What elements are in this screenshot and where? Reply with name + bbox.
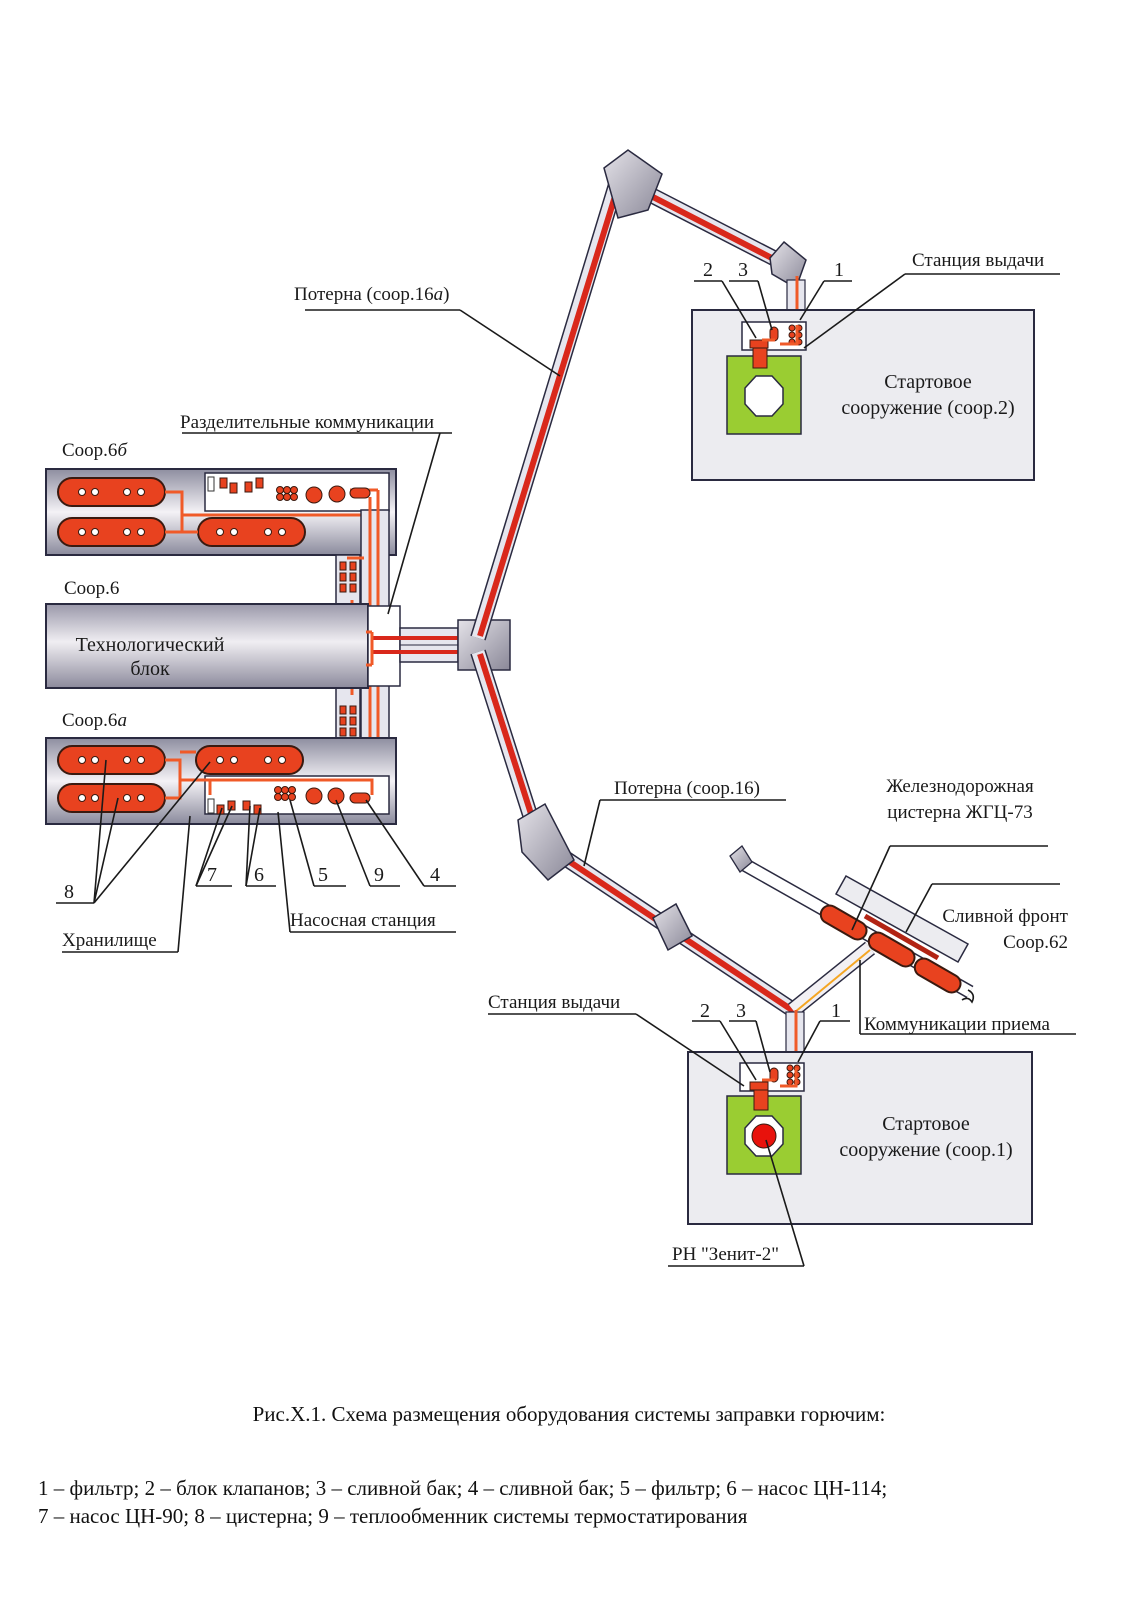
storage-tank (57, 783, 166, 813)
labels: Потерна (соор.16а) Разделительные коммун… (62, 250, 1069, 1265)
label-tech-block-2: блок (130, 658, 170, 680)
label-launch-2-line1: Стартовое (884, 371, 972, 393)
label-soor-6b: Соор.6б (62, 440, 128, 461)
callout-2-top: 2 (703, 259, 713, 281)
callout-8: 8 (64, 881, 74, 903)
label-dispensing-station-bottom: Станция выдачи (488, 992, 620, 1013)
label-launch-1-line1: Стартовое (882, 1113, 970, 1135)
zenit-2-rocket (751, 1123, 777, 1149)
launch-complex-2 (691, 309, 1035, 481)
callout-2-bottom: 2 (700, 1000, 710, 1022)
label-drain-front-line2: Соор.62 (1003, 932, 1068, 953)
callout-9: 9 (374, 864, 384, 886)
label-storage: Хранилище (62, 930, 157, 951)
rail-tank-zhgts-73 (729, 845, 975, 1004)
storage-tank (57, 477, 166, 507)
callout-3-top: 3 (738, 259, 748, 281)
drain-front-soor-62 (834, 874, 970, 964)
technological-block (45, 603, 478, 689)
tunnel-joint (652, 902, 693, 952)
callout-1-top: 1 (834, 259, 844, 281)
label-separating-communications: Разделительные коммуникации (180, 412, 434, 433)
label-rail-tank-line1: Железнодорожная (886, 776, 1034, 797)
label-rail-tank-line2: цистерна ЖГЦ-73 (887, 802, 1032, 823)
tunnel-joint (603, 149, 663, 219)
label-launch-2-line2: сооружение (соор.2) (841, 397, 1014, 419)
tunnel-16a (470, 149, 807, 641)
label-receiving-communications: Коммуникации приема (864, 1014, 1051, 1035)
storage-tank (57, 745, 166, 775)
label-rocket: РН "Зенит-2" (672, 1244, 779, 1265)
figure-caption: Рис.Х.1. Схема размещения оборудования с… (252, 1402, 886, 1426)
callout-3-bottom: 3 (736, 1000, 746, 1022)
callout-7: 7 (207, 864, 217, 886)
launch-complex-1 (687, 1051, 1033, 1225)
label-drain-front-line1: Сливной фронт (942, 906, 1068, 927)
label-launch-1-line2: сооружение (соор.1) (839, 1139, 1012, 1161)
label-pump-station: Насосная станция (290, 910, 436, 931)
label-soor-6a: Соор.6а (62, 710, 127, 731)
label-dispensing-station-top: Станция выдачи (912, 250, 1044, 271)
label-poterna-16a: Потерна (соор.16а) (294, 284, 449, 305)
tunnel-joint (517, 802, 575, 882)
legend-line-2: 7 – насос ЦН-90; 8 – цистерна; 9 – тепло… (38, 1504, 748, 1528)
callout-1-bottom: 1 (831, 1000, 841, 1022)
callout-4: 4 (430, 864, 440, 886)
label-poterna-16: Потерна (соор.16) (614, 778, 760, 799)
storage-tank (195, 745, 304, 775)
legend-line-1: 1 – фильтр; 2 – блок клапанов; 3 – сливн… (38, 1476, 888, 1500)
building-soor-6b (45, 468, 397, 556)
callout-5: 5 (318, 864, 328, 886)
storage-tank (57, 517, 166, 547)
storage-tank (197, 517, 306, 547)
figure-legend: 1 – фильтр; 2 – блок клапанов; 3 – сливн… (38, 1474, 1118, 1530)
label-soor-6: Соор.6 (64, 578, 119, 599)
callout-6: 6 (254, 864, 264, 886)
leader-lines (56, 273, 1076, 1267)
label-tech-block-1: Технологический (76, 634, 225, 656)
